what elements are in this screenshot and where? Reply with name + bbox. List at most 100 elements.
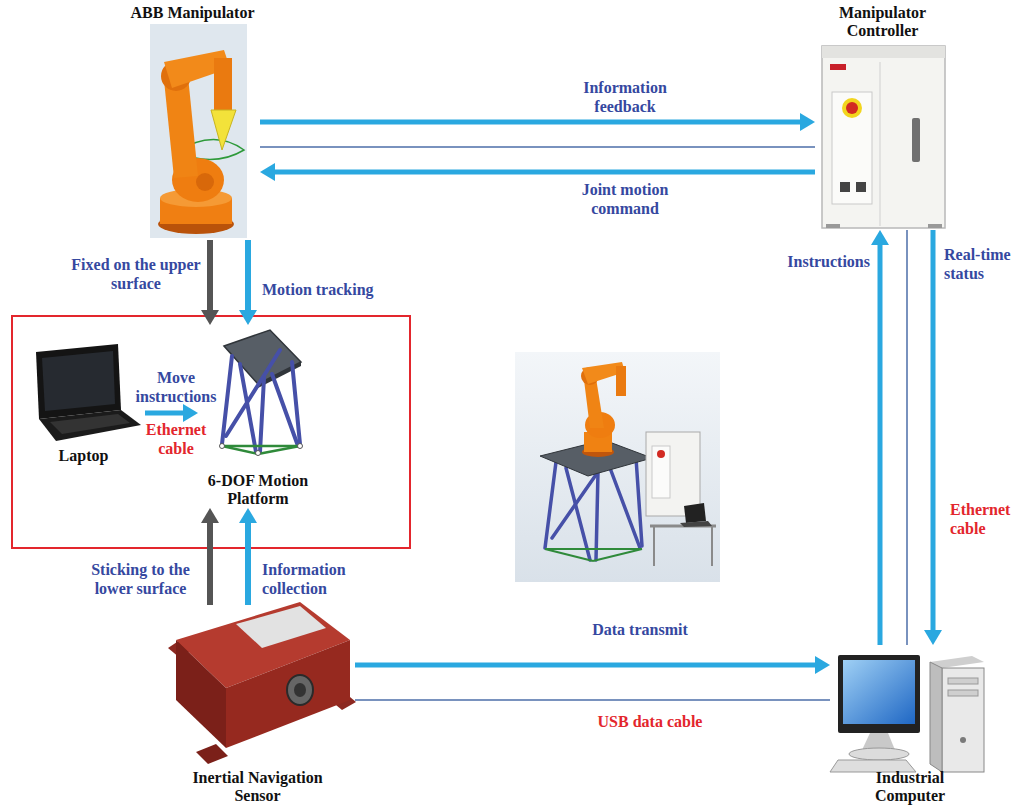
controller-picture-part <box>856 182 866 192</box>
arrow-head <box>924 630 942 645</box>
connector <box>260 163 815 181</box>
connection-label: Information collection <box>262 560 372 598</box>
platform-picture-part-part <box>222 446 258 454</box>
platform-picture-part-part <box>292 362 300 444</box>
scene-picture-part <box>657 450 665 458</box>
sensor-picture-part <box>196 744 228 764</box>
sensor-picture-part <box>294 683 306 697</box>
robot-picture-part <box>196 173 214 191</box>
node-caption: Laptop <box>22 447 145 465</box>
scene-picture-part <box>652 446 670 498</box>
connection-label: Move instructions <box>133 368 219 406</box>
connector-line <box>260 120 801 125</box>
cable-label: Ethernet cable <box>133 420 219 458</box>
component-title: Manipulator Controller <box>828 4 938 40</box>
group-outline <box>12 316 410 548</box>
connector <box>260 147 815 148</box>
sensor-picture-part <box>176 640 226 748</box>
controller-picture-part <box>822 46 945 228</box>
node-caption: Industrial Computer <box>860 769 960 805</box>
arrow-head <box>800 113 815 131</box>
connection-label: Information feedback <box>570 78 680 116</box>
laptop-picture-part <box>42 351 115 411</box>
controller-picture-part <box>928 224 942 228</box>
scene-picture-part <box>680 521 712 527</box>
connection-label: Instructions <box>740 252 870 271</box>
connector <box>871 230 889 645</box>
connector <box>260 113 815 131</box>
sensor-picture-part <box>226 640 350 748</box>
platform-picture-part-part <box>298 444 303 449</box>
scene-picture-part-part <box>593 549 642 561</box>
laptop-picture-part <box>39 410 141 441</box>
scene-picture-part-part <box>545 548 642 550</box>
platform-picture-part-part <box>258 446 300 454</box>
connection-label: Data transmit <box>575 620 705 639</box>
component-title: 6-DOF Motion Platform <box>198 472 318 508</box>
laptop-picture-part <box>50 414 130 434</box>
component-title: Inertial Navigation Sensor <box>178 769 338 805</box>
arrow-head <box>201 310 219 325</box>
connection-label: Joint motion command <box>565 180 685 218</box>
sensor-picture <box>168 602 356 764</box>
component-title: Laptop <box>22 447 145 465</box>
arrow-head <box>260 163 275 181</box>
node-caption: ABB Manipulator <box>125 4 260 22</box>
connector-line <box>207 240 213 311</box>
scene-picture-part <box>515 352 720 582</box>
component-node: Industrial Computer <box>830 645 990 805</box>
connector-line <box>245 522 251 605</box>
robot-picture-part <box>214 58 232 110</box>
controller-picture-part <box>846 102 858 114</box>
computer-picture-part <box>942 668 984 772</box>
laptop-picture-part <box>36 344 121 419</box>
connection-label: Sticking to the lower surface <box>78 560 203 598</box>
scene-picture-part <box>653 526 655 566</box>
scene-picture-part-part <box>545 549 593 561</box>
scene-picture-part-part <box>636 458 642 546</box>
platform-picture-part <box>222 446 300 454</box>
connection-label: Motion tracking <box>262 280 392 299</box>
connector-line <box>355 663 816 668</box>
connector-line <box>207 522 213 605</box>
connector-line <box>355 699 830 701</box>
controller-picture <box>822 46 945 228</box>
computer-picture-part <box>948 678 978 684</box>
arrow-head <box>201 508 219 523</box>
scene-picture-part-part <box>610 468 640 548</box>
connector <box>239 240 257 325</box>
connector-line <box>931 230 936 631</box>
node-caption: 6-DOF Motion Platform <box>198 472 318 508</box>
cable-label: Ethernet cable <box>950 500 1022 538</box>
platform-picture-part <box>220 444 303 456</box>
connector-line <box>245 240 251 311</box>
platform-picture-part-part <box>222 445 300 448</box>
scene-picture-part-part <box>596 472 598 560</box>
platform-picture-part <box>222 350 300 452</box>
connector-line <box>260 146 815 148</box>
arrow-head <box>239 310 257 325</box>
component-node: ABB Manipulator <box>125 4 260 240</box>
arrow-head <box>871 230 889 245</box>
group-outline-part <box>12 316 410 548</box>
platform-picture-part-part <box>220 444 225 449</box>
component-node: 6-DOF Motion Platform <box>198 325 318 508</box>
arrow-head <box>239 508 257 523</box>
connector <box>355 700 830 701</box>
robot-picture-part <box>164 76 198 178</box>
computer-picture-part <box>930 662 942 772</box>
cable-label: USB data cable <box>575 712 725 731</box>
connector <box>145 404 198 422</box>
computer-picture-part <box>838 655 920 733</box>
scene-picture-part <box>711 526 713 566</box>
component-node: Inertial Navigation Sensor <box>160 605 355 805</box>
computer-picture-part <box>948 690 978 696</box>
robot-picture <box>150 24 247 238</box>
controller-picture-part <box>880 62 881 226</box>
computer-picture-part <box>960 737 966 743</box>
robot-picture-part <box>211 110 236 150</box>
sensor-picture-part <box>287 675 313 705</box>
scene-picture-part <box>646 432 700 516</box>
component-title: Industrial Computer <box>860 769 960 805</box>
